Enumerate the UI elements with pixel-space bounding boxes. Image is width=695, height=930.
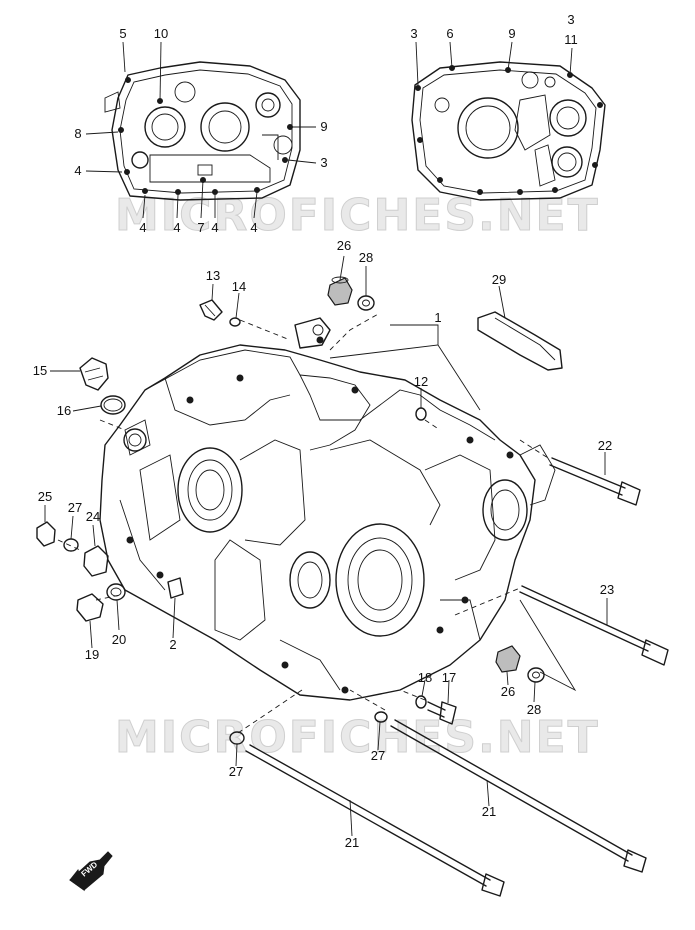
part-27-washer-middle [374,711,388,723]
callout-4: 4 [250,220,257,235]
callout-13: 13 [206,268,220,283]
callout-24: 24 [86,509,100,524]
callout-27: 27 [68,500,82,515]
callout-9: 9 [508,26,515,41]
part-27-washer-left [63,538,79,552]
callout-3: 3 [320,155,327,170]
part-16-oring [100,395,126,415]
callout-29: 29 [492,272,506,287]
callout-27: 27 [229,764,243,779]
callout-4: 4 [211,220,218,235]
forward-arrow-icon: FWD [69,851,113,892]
callout-6: 6 [446,26,453,41]
part-13-plug [199,299,223,321]
assembly-lines [57,312,549,736]
part-15-filler-cap [79,357,109,391]
callout-14: 14 [232,279,246,294]
callout-5: 5 [119,26,126,41]
callout-2: 2 [169,637,176,652]
part-12-washer [415,407,427,421]
part-28-washer-upper [357,295,375,311]
right-crankcase-inner-view [411,61,606,201]
part-24-bolt [83,545,109,577]
callout-9: 9 [320,119,327,134]
callout-8: 8 [74,126,81,141]
callout-27: 27 [371,748,385,763]
callout-12: 12 [414,374,428,389]
callout-26: 26 [501,684,515,699]
part-21-bolt-left [245,744,505,897]
callout-21: 21 [345,835,359,850]
part-26-nut-upper [327,276,353,306]
callout-3: 3 [567,12,574,27]
callout-4: 4 [74,163,81,178]
part-26-nut-lower [495,645,521,673]
callout-28: 28 [527,702,541,717]
callout-22: 22 [598,438,612,453]
part-22-bolt [549,457,641,506]
part-17-bolt [427,701,457,725]
part-23-bolt [519,585,669,666]
callout-7: 7 [197,220,204,235]
crankcase-assembly [99,317,556,701]
callout-19: 19 [85,647,99,662]
callout-25: 25 [38,489,52,504]
part-29-cover [477,311,563,371]
callout-4: 4 [139,220,146,235]
callout-16: 16 [57,403,71,418]
callout-4: 4 [173,220,180,235]
part-19-drain-bolt [76,593,104,622]
callout-18: 18 [418,670,432,685]
part-18-washer [415,695,427,709]
callout-28: 28 [359,250,373,265]
part-25-plug [36,521,56,547]
callout-10: 10 [154,26,168,41]
part-21-bolt-right [390,719,647,873]
callout-15: 15 [33,363,47,378]
watermark-top: MICROFICHES.NET [115,190,600,241]
callout-17: 17 [442,670,456,685]
callout-26: 26 [337,238,351,253]
callout-23: 23 [600,582,614,597]
leader-lines [44,41,608,837]
part-14-oring [229,317,241,327]
callout-11: 11 [564,32,578,47]
callout-21: 21 [482,804,496,819]
left-crankcase-inner-view [104,61,301,201]
callout-3: 3 [410,26,417,41]
callout-1: 1 [434,310,441,325]
watermark-bottom: MICROFICHES.NET [115,712,600,763]
part-2-dowel [167,577,184,599]
callout-20: 20 [112,632,126,647]
part-28-washer-lower [527,667,545,683]
